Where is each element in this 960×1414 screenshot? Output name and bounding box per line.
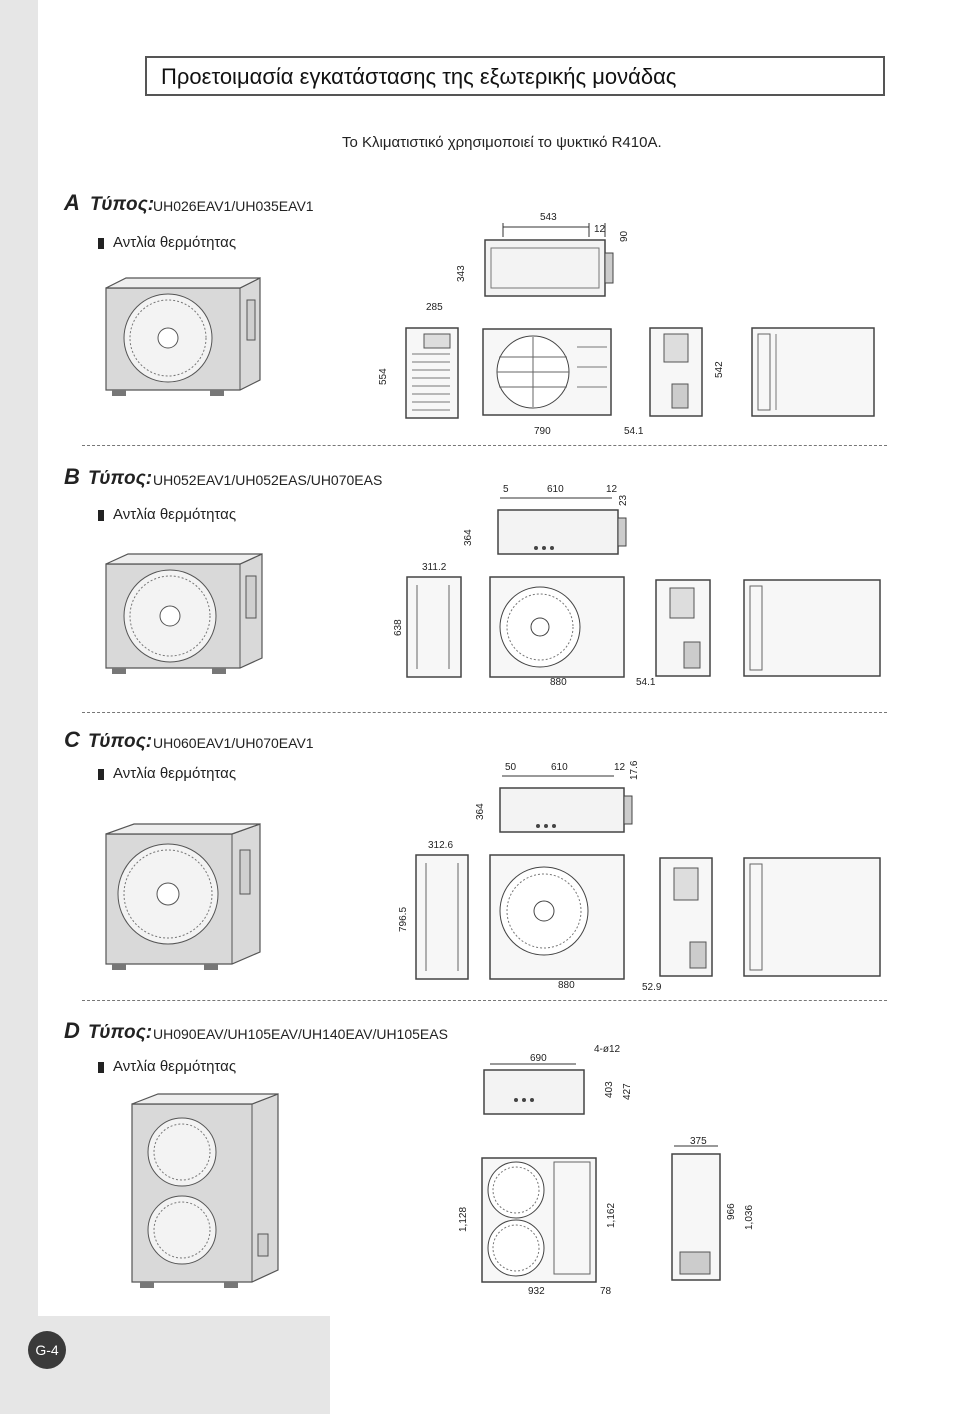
dim-d-front-width: 932: [528, 1286, 545, 1297]
unit-c-top-view: [499, 775, 633, 833]
dim-c-height: 796.5: [398, 906, 409, 932]
dim-a-offset: 54.1: [624, 426, 644, 437]
section-b-label: Αντλία θερμότητας: [113, 506, 237, 523]
bullet-icon: [98, 769, 104, 780]
unit-a-side-view: [405, 327, 459, 419]
dim-c-top-height: 364: [475, 803, 486, 820]
dim-c-offset: 52.9: [642, 982, 662, 993]
dim-c-top-width: 610: [551, 762, 568, 773]
section-divider: [82, 712, 887, 713]
dim-a-top-width: 543: [540, 212, 557, 223]
bullet-icon: [98, 510, 104, 521]
section-b-models: UH052EAV1/UH052EAS/UH070EAS: [153, 472, 383, 488]
unit-d-side-view: [671, 1145, 721, 1281]
refrigerant-note: Το Κλιματιστικό χρησιμοποιεί το ψυκτικό …: [342, 134, 662, 151]
unit-c-right-side-view: [659, 857, 713, 977]
section-c-letter: C: [64, 727, 80, 752]
dim-c-top-a: 50: [505, 762, 517, 773]
bullet-icon: [98, 238, 104, 249]
dim-a-rear-height: 542: [714, 361, 725, 378]
unit-a-perspective-drawing: [105, 277, 261, 396]
page-title-box: Προετοιμασία εγκατάστασης της εξωτερικής…: [145, 56, 885, 96]
section-a-models: UH026EAV1/UH035EAV1: [153, 198, 314, 214]
section-divider: [82, 1000, 887, 1001]
unit-a-top-dimension-lines: [502, 223, 606, 237]
dim-a-top-height: 343: [456, 265, 467, 282]
unit-a-right-side-view: [649, 327, 703, 417]
section-c-label: Αντλία θερμότητας: [113, 765, 237, 782]
unit-d-front-view: [481, 1157, 597, 1283]
unit-d-perspective-drawing: [131, 1093, 279, 1288]
unit-a-rear-view: [751, 327, 875, 417]
unit-c-front-view: [489, 854, 625, 980]
dim-d-height-3: 966: [726, 1203, 737, 1220]
section-d-models: UH090EAV/UH105EAV/UH140EAV/UH105EAS: [153, 1026, 448, 1042]
dim-b-top-a: 5: [503, 484, 509, 495]
unit-c-side-view: [415, 854, 469, 980]
dim-a-height: 554: [378, 368, 389, 385]
dim-d-side-width: 375: [690, 1136, 707, 1147]
dim-c-top-c: 17.6: [629, 760, 640, 780]
dim-a-top-b: 90: [619, 230, 630, 242]
dim-d-height-4: 1,036: [744, 1204, 755, 1230]
dim-d-height-2: 1,162: [606, 1202, 617, 1228]
dim-c-top-b: 12: [614, 762, 626, 773]
unit-c-rear-view: [743, 857, 881, 977]
unit-b-front-view: [489, 576, 625, 678]
section-a-type-label: Τύπος:: [90, 194, 155, 215]
section-divider: [82, 445, 887, 446]
dim-d-top-width: 690: [530, 1053, 547, 1064]
dim-b-top-height: 364: [463, 529, 474, 546]
dim-b-side-width: 311.2: [422, 562, 447, 573]
dim-b-height: 638: [393, 619, 404, 636]
unit-d-top-view: [483, 1063, 585, 1115]
section-a-letter: A: [64, 190, 80, 215]
dim-d-top-height-2: 427: [622, 1083, 633, 1100]
dim-d-height: 1,128: [458, 1206, 469, 1232]
dim-b-top-c: 23: [618, 494, 629, 506]
dim-b-offset: 54.1: [636, 677, 656, 688]
unit-b-right-side-view: [655, 579, 711, 677]
unit-b-perspective-drawing: [105, 553, 263, 674]
unit-c-perspective-drawing: [105, 823, 261, 970]
unit-a-top-view: [484, 239, 614, 297]
dim-b-front-width: 880: [550, 677, 567, 688]
dim-d-holes: 4-ø12: [594, 1044, 621, 1055]
dim-d-top-height-1: 403: [604, 1081, 615, 1098]
dim-a-side-width: 285: [426, 302, 443, 313]
unit-a-front-view: [482, 328, 612, 416]
dim-a-top-a: 12: [594, 224, 606, 235]
page-title: Προετοιμασία εγκατάστασης της εξωτερικής…: [161, 64, 677, 89]
section-a-label: Αντλία θερμότητας: [113, 234, 237, 251]
section-d-type-label: Τύπος:: [88, 1022, 153, 1043]
unit-b-top-view: [497, 497, 627, 555]
section-d-label: Αντλία θερμότητας: [113, 1058, 237, 1075]
unit-b-rear-view: [743, 579, 881, 677]
section-b-type-label: Τύπος:: [88, 468, 153, 489]
dim-b-top-width: 610: [547, 484, 564, 495]
page-number-badge: G-4: [28, 1331, 66, 1369]
section-d-letter: D: [64, 1018, 80, 1043]
dim-b-top-b: 12: [606, 484, 618, 495]
dim-d-offset: 78: [600, 1286, 612, 1297]
section-c-type-label: Τύπος:: [88, 731, 153, 752]
unit-b-side-view: [406, 576, 462, 678]
dim-c-side-width: 312.6: [428, 840, 454, 851]
section-b-letter: B: [64, 464, 80, 489]
bullet-icon: [98, 1062, 104, 1073]
dim-c-front-width: 880: [558, 980, 575, 991]
dim-a-front-width: 790: [534, 426, 551, 437]
section-c-models: UH060EAV1/UH070EAV1: [153, 735, 314, 751]
